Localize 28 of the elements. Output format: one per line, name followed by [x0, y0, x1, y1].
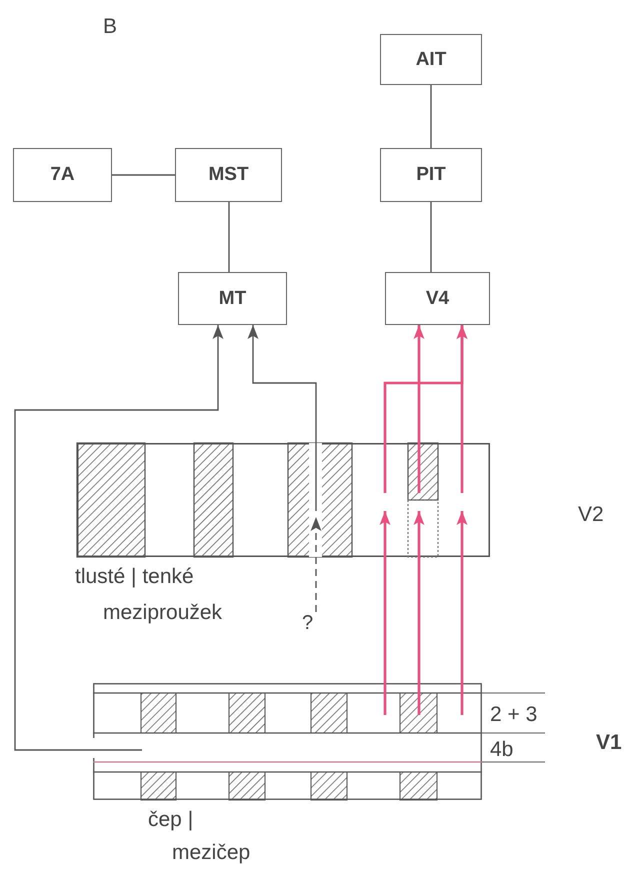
- area-box: MST: [175, 148, 282, 202]
- connector-line: [228, 202, 230, 272]
- area-box: PIT: [380, 148, 482, 202]
- area-label: V2: [578, 503, 604, 527]
- annotation-label: mezičep: [172, 841, 250, 865]
- arrow: [248, 325, 317, 511]
- connector-line: [112, 174, 175, 176]
- area-label: V1: [596, 731, 622, 755]
- question-mark-label: ?: [302, 612, 314, 635]
- area-box: MT: [178, 272, 287, 325]
- arrow: [310, 517, 322, 612]
- connector-line: [430, 85, 432, 148]
- arrow: [414, 511, 424, 715]
- arrow: [456, 511, 468, 715]
- annotation-label: tlusté | tenké: [75, 565, 194, 589]
- annotation-label: 2 + 3: [490, 703, 538, 727]
- arrow: [414, 325, 424, 493]
- area-box: 7A: [13, 148, 112, 202]
- annotation-label: 4b: [490, 738, 514, 762]
- annotation-label: meziproužek: [103, 601, 222, 625]
- connector-line: [430, 202, 432, 272]
- arrow: [456, 325, 468, 493]
- area-box: AIT: [380, 34, 482, 85]
- annotation-label: čep |: [148, 808, 194, 832]
- area-box: V4: [385, 272, 490, 325]
- arrow: [14, 325, 224, 751]
- arrow: [380, 511, 390, 715]
- panel-letter: B: [103, 15, 118, 39]
